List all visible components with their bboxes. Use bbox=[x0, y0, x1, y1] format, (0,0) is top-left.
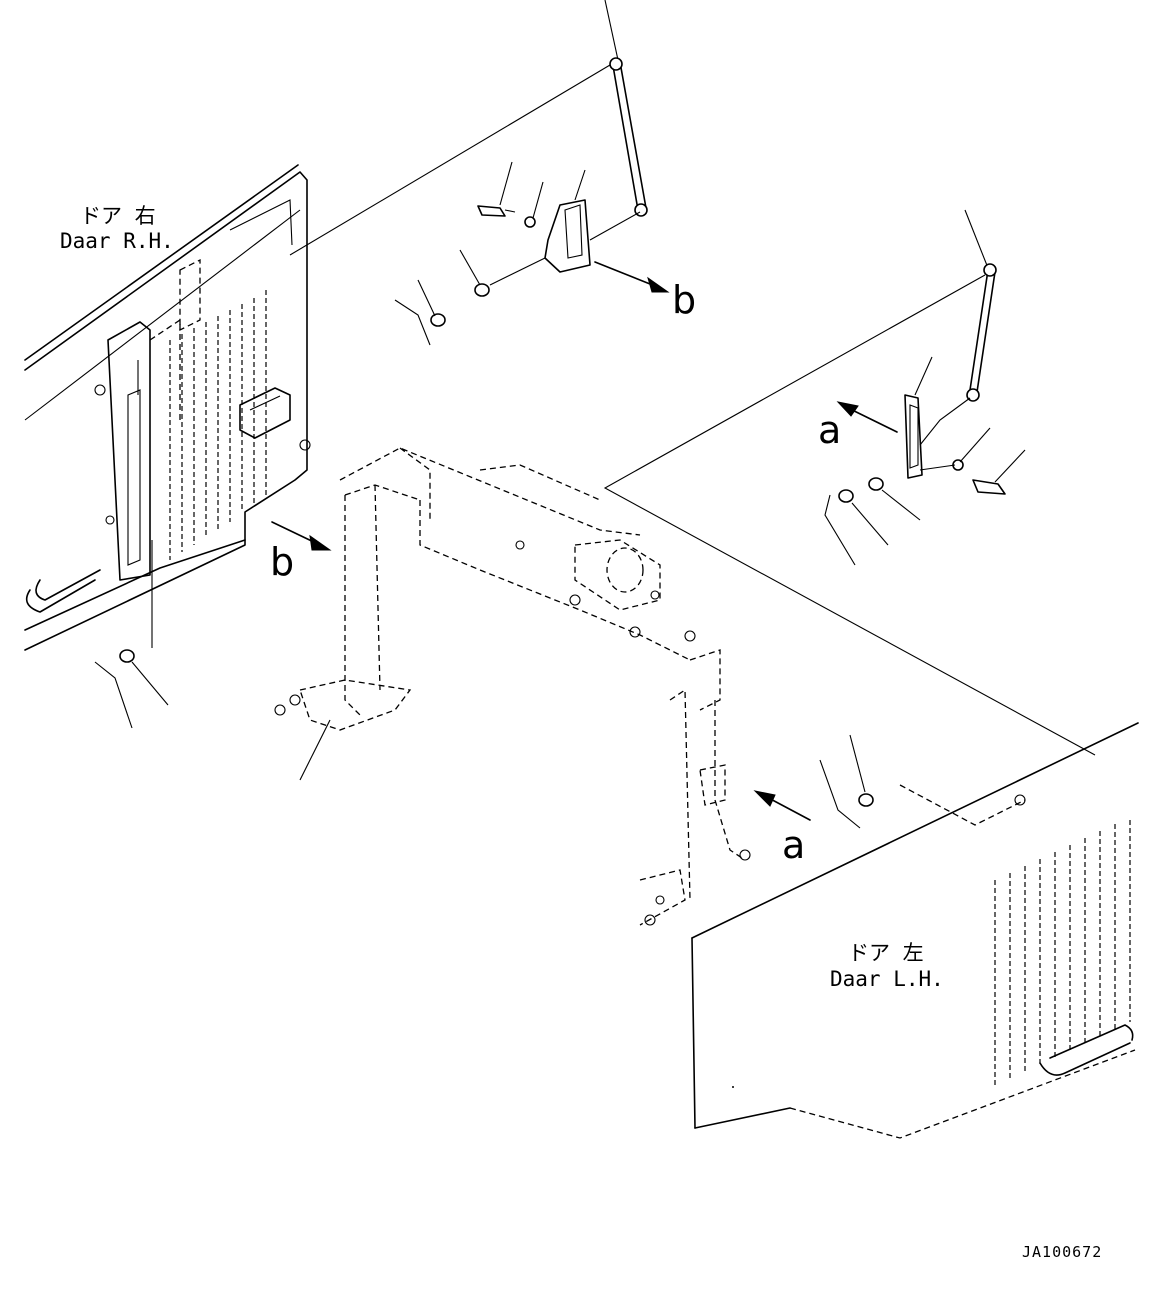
ref-label-b-upper: b bbox=[672, 278, 696, 322]
label-door-rh-jp: ドア 右 bbox=[80, 204, 156, 228]
door-rh-grille bbox=[169, 290, 267, 560]
reference-lines bbox=[289, 64, 1096, 756]
door-lh-grille bbox=[994, 820, 1131, 1085]
door-rh bbox=[24, 164, 311, 651]
hinge-assembly-a bbox=[824, 209, 1026, 566]
support-frame bbox=[274, 447, 751, 926]
hinge-assembly-b bbox=[394, 0, 670, 346]
frame-fasteners bbox=[94, 540, 874, 829]
ref-label-a-upper: a bbox=[818, 408, 841, 452]
label-door-lh-en: Daar L.H. bbox=[830, 967, 944, 991]
ref-label-a-frame: a bbox=[782, 823, 805, 867]
drawing-code: JA100672 bbox=[1022, 1243, 1102, 1261]
label-door-rh-en: Daar R.H. bbox=[60, 229, 174, 253]
frame-arrows bbox=[271, 521, 811, 821]
door-lh bbox=[691, 722, 1139, 1139]
label-door-lh-jp: ドア 左 bbox=[848, 941, 924, 965]
ref-label-b-frame: b bbox=[270, 540, 294, 584]
